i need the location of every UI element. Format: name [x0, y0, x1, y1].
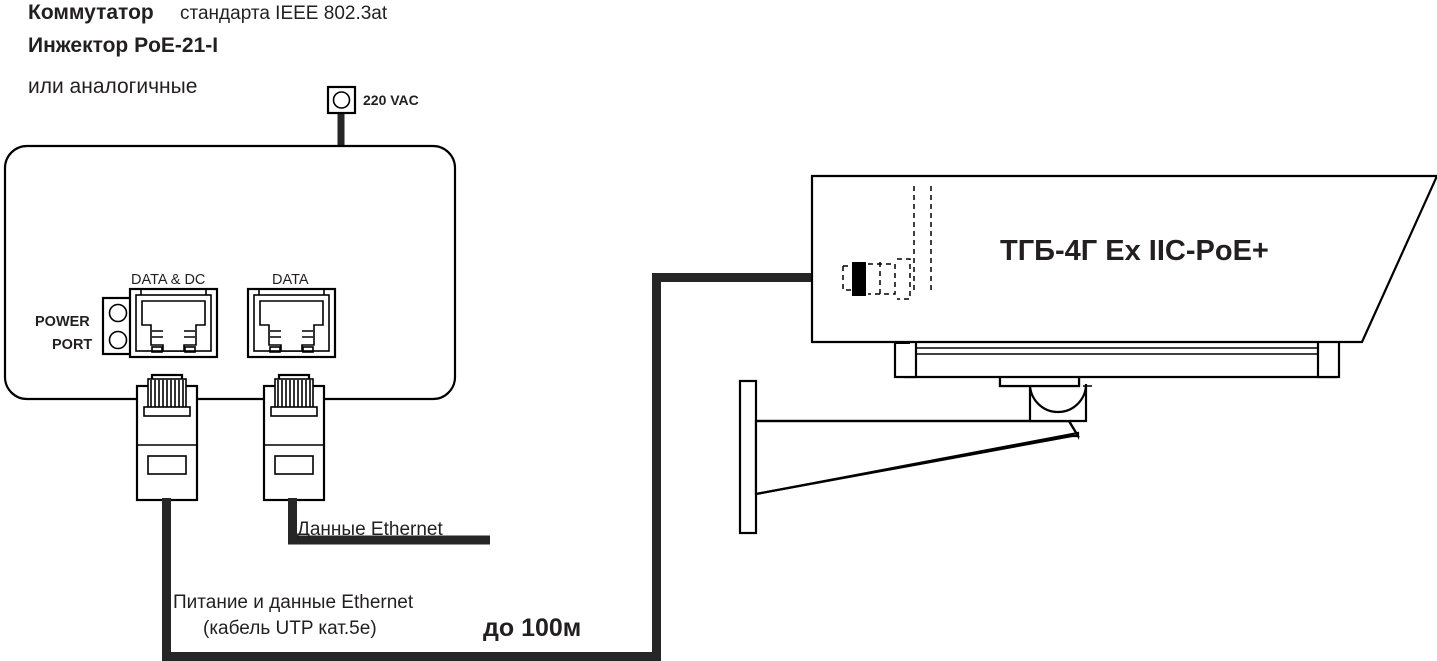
socket-pin-left-a [151, 346, 163, 353]
camera-assembly: ТГБ-4Г Ex IIC-PoE+ [738, 174, 1437, 535]
socket-keyhole-right [259, 300, 324, 352]
camera-housing-body [810, 174, 1437, 344]
header-line1-rest: стандарта IEEE 802.3at [180, 3, 388, 24]
wall-plate-body [738, 379, 758, 535]
jack-label-data: DATA [272, 272, 309, 288]
gland-thread-lines [852, 265, 866, 292]
rj45-socket-data [246, 287, 337, 359]
gland-hidden-tail [842, 265, 852, 291]
rj45-plug-data [262, 373, 326, 502]
plug-collar-left [143, 406, 191, 417]
socket-keyhole-left [141, 300, 206, 352]
jack-label-data-dc: DATA & DC [131, 272, 205, 288]
led-port-icon [108, 330, 128, 350]
camera-model-label: ТГБ-4Г Ex IIC-PoE+ [1000, 235, 1269, 267]
header-line1-bold: Коммутатор [28, 1, 154, 24]
power-data-cable-path [162, 273, 845, 661]
plug-ribs-left [150, 380, 184, 407]
camera-rail-slot [916, 347, 1318, 355]
wall-mount-plate [738, 379, 758, 535]
rj45-plug-power-data [135, 373, 199, 502]
cable-distance-label: до 100м [483, 614, 581, 642]
injector-housing [3, 144, 457, 401]
power-data-ethernet-cable: Питание и данные Ethernet (кабель UTP ка… [162, 273, 845, 661]
plug-ribs-right [277, 380, 311, 407]
socket-pin-left-b [184, 346, 196, 353]
ac-outlet-circle-icon [332, 91, 351, 109]
header-line2-bold: Инжектор PoE-21-I [28, 34, 218, 57]
ac-power-source: 220 VAC [326, 85, 419, 152]
bracket-arm-diagonal-edge [755, 434, 1073, 496]
rj45-socket-data-dc [128, 287, 219, 359]
plug-window-left [147, 455, 187, 475]
socket-contacts-right [270, 330, 313, 338]
bracket-arm-tip [1068, 420, 1080, 438]
data-cable-label: Данные Ethernet [297, 519, 443, 540]
camera-cable-gland [842, 258, 911, 300]
plug-window-right [274, 455, 314, 475]
led-power-icon [108, 303, 128, 323]
led-label-port: PORT [52, 337, 92, 353]
ac-voltage-label: 220 VAC [363, 92, 419, 108]
data-ethernet-cable: Данные Ethernet [288, 498, 490, 545]
camera-housing: ТГБ-4Г Ex IIC-PoE+ [810, 174, 1437, 344]
socket-tabs-left [140, 289, 207, 295]
socket-contacts-left [152, 330, 195, 338]
bracket-arm [754, 419, 1080, 496]
led-indicator-block [101, 296, 135, 356]
socket-tabs-right [258, 289, 325, 295]
led-bezel [101, 296, 135, 356]
power-data-cable-label-line1: Питание и данные Ethernet [173, 592, 414, 613]
poe-injector: DATA & DC DATA POWER PORT [3, 144, 457, 401]
socket-pin-right-b [302, 346, 314, 353]
swivel-ball [1028, 383, 1088, 423]
bracket-arm-body [754, 419, 1080, 496]
plug-collar-right [270, 406, 318, 417]
led-label-power: POWER [35, 314, 90, 330]
socket-pin-right-a [269, 346, 281, 353]
header-text-block: Коммутатор стандарта IEEE 802.3at Инжект… [28, 1, 388, 98]
header-line3: или аналогичные [28, 75, 197, 98]
data-cable-path [288, 498, 490, 545]
gland-hidden-body [868, 263, 896, 295]
ac-outlet-icon [326, 85, 357, 115]
power-data-cable-label-line2: (кабель UTP кат.5е) [203, 618, 377, 639]
